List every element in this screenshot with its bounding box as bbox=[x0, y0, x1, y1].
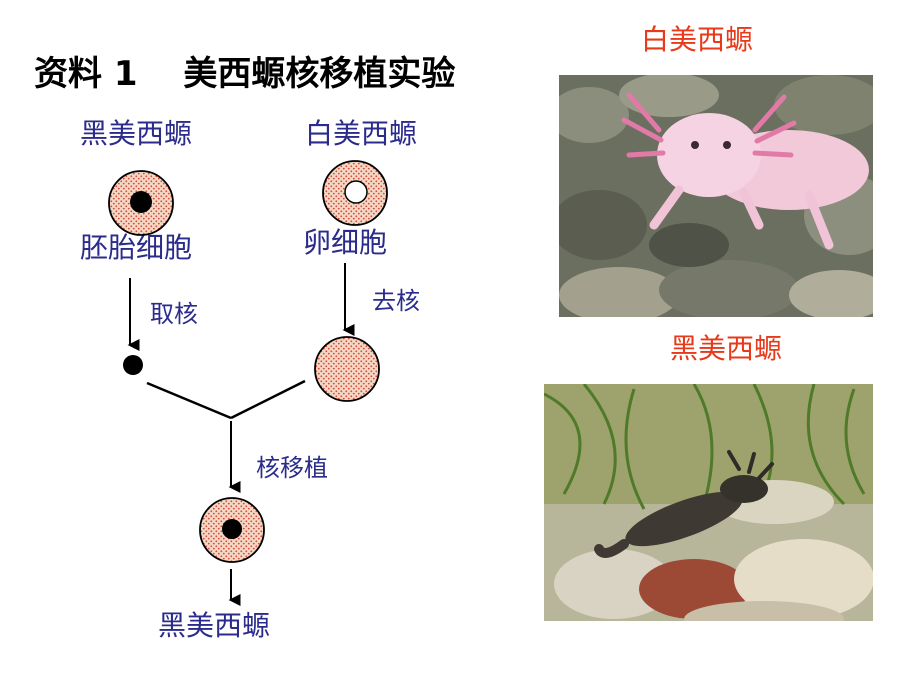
merge-line-left bbox=[146, 381, 232, 420]
embryo-cell-label: 胚胎细胞 bbox=[80, 231, 193, 264]
remove-nucleus-label: 去核 bbox=[372, 287, 420, 315]
merge-line-right bbox=[230, 379, 306, 420]
result-species-label: 黑美西螈 bbox=[158, 609, 271, 642]
white-axolotl-photo bbox=[559, 75, 873, 317]
nuclear-transplant-label: 核移植 bbox=[256, 454, 328, 482]
left-species-label: 黑美西螈 bbox=[80, 117, 193, 150]
take-nucleus-label: 取核 bbox=[150, 300, 198, 328]
page-title: 资料 1 美西螈核移植实验 bbox=[34, 54, 456, 94]
embryo-cell bbox=[108, 170, 174, 236]
bottom-photo-caption: 黑美西螈 bbox=[670, 332, 783, 365]
egg-cell bbox=[322, 160, 388, 226]
right-species-label: 白美西螈 bbox=[305, 117, 418, 150]
top-photo-caption: 白美西螈 bbox=[641, 23, 754, 56]
enucleated-egg bbox=[314, 336, 380, 402]
black-axolotl-photo bbox=[544, 384, 873, 621]
egg-cell-label: 卵细胞 bbox=[303, 226, 388, 259]
reconstructed-cell bbox=[199, 497, 265, 563]
isolated-nucleus bbox=[123, 355, 143, 375]
